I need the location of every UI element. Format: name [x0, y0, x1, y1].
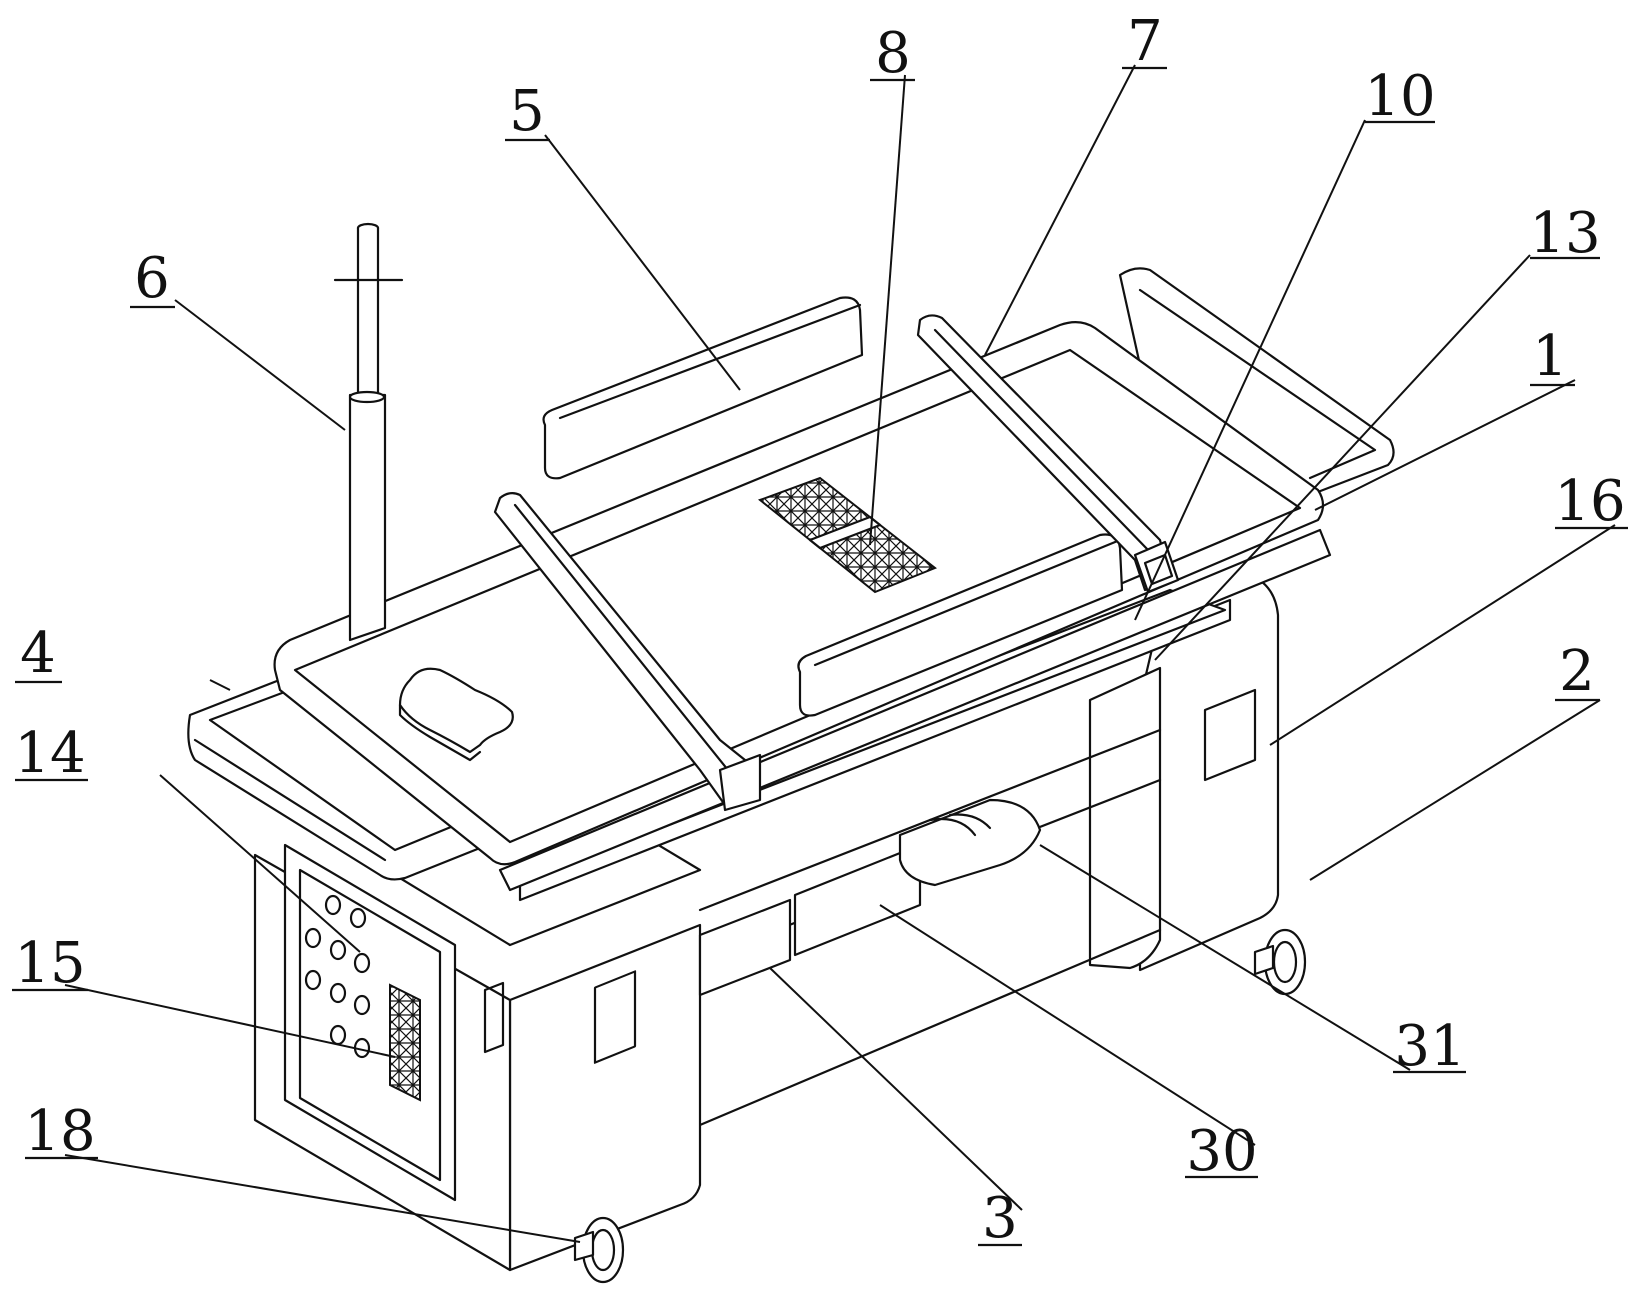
- callout-4: 4: [20, 621, 56, 686]
- callout-16: 16: [1554, 469, 1625, 534]
- callout-10: 10: [1364, 64, 1435, 129]
- callout-5: 5: [509, 79, 545, 144]
- callout-14: 14: [14, 721, 85, 786]
- callout-7: 7: [1127, 9, 1163, 74]
- iv-pole: [333, 222, 404, 642]
- speaker-grille: [389, 983, 421, 1102]
- callout-3: 3: [982, 1186, 1018, 1251]
- callout-15: 15: [14, 931, 85, 996]
- callout-31: 31: [1394, 1014, 1465, 1079]
- control-buttons[interactable]: [304, 894, 371, 1059]
- callout-6: 6: [134, 246, 170, 311]
- control-panel: [283, 843, 457, 1202]
- callout-labels: 1 2 3 4 5 6 7 8 10 13 14 15 16 18 30 31: [12, 9, 1628, 1251]
- callout-18: 18: [24, 1099, 95, 1164]
- callout-1: 1: [1532, 324, 1568, 389]
- callout-8: 8: [875, 21, 911, 86]
- wheels: [573, 928, 1307, 1284]
- callout-30: 30: [1186, 1119, 1257, 1184]
- callout-13: 13: [1529, 201, 1600, 266]
- callout-2: 2: [1559, 639, 1595, 704]
- leader-lines: [64, 64, 1616, 1243]
- straps: [493, 314, 1180, 812]
